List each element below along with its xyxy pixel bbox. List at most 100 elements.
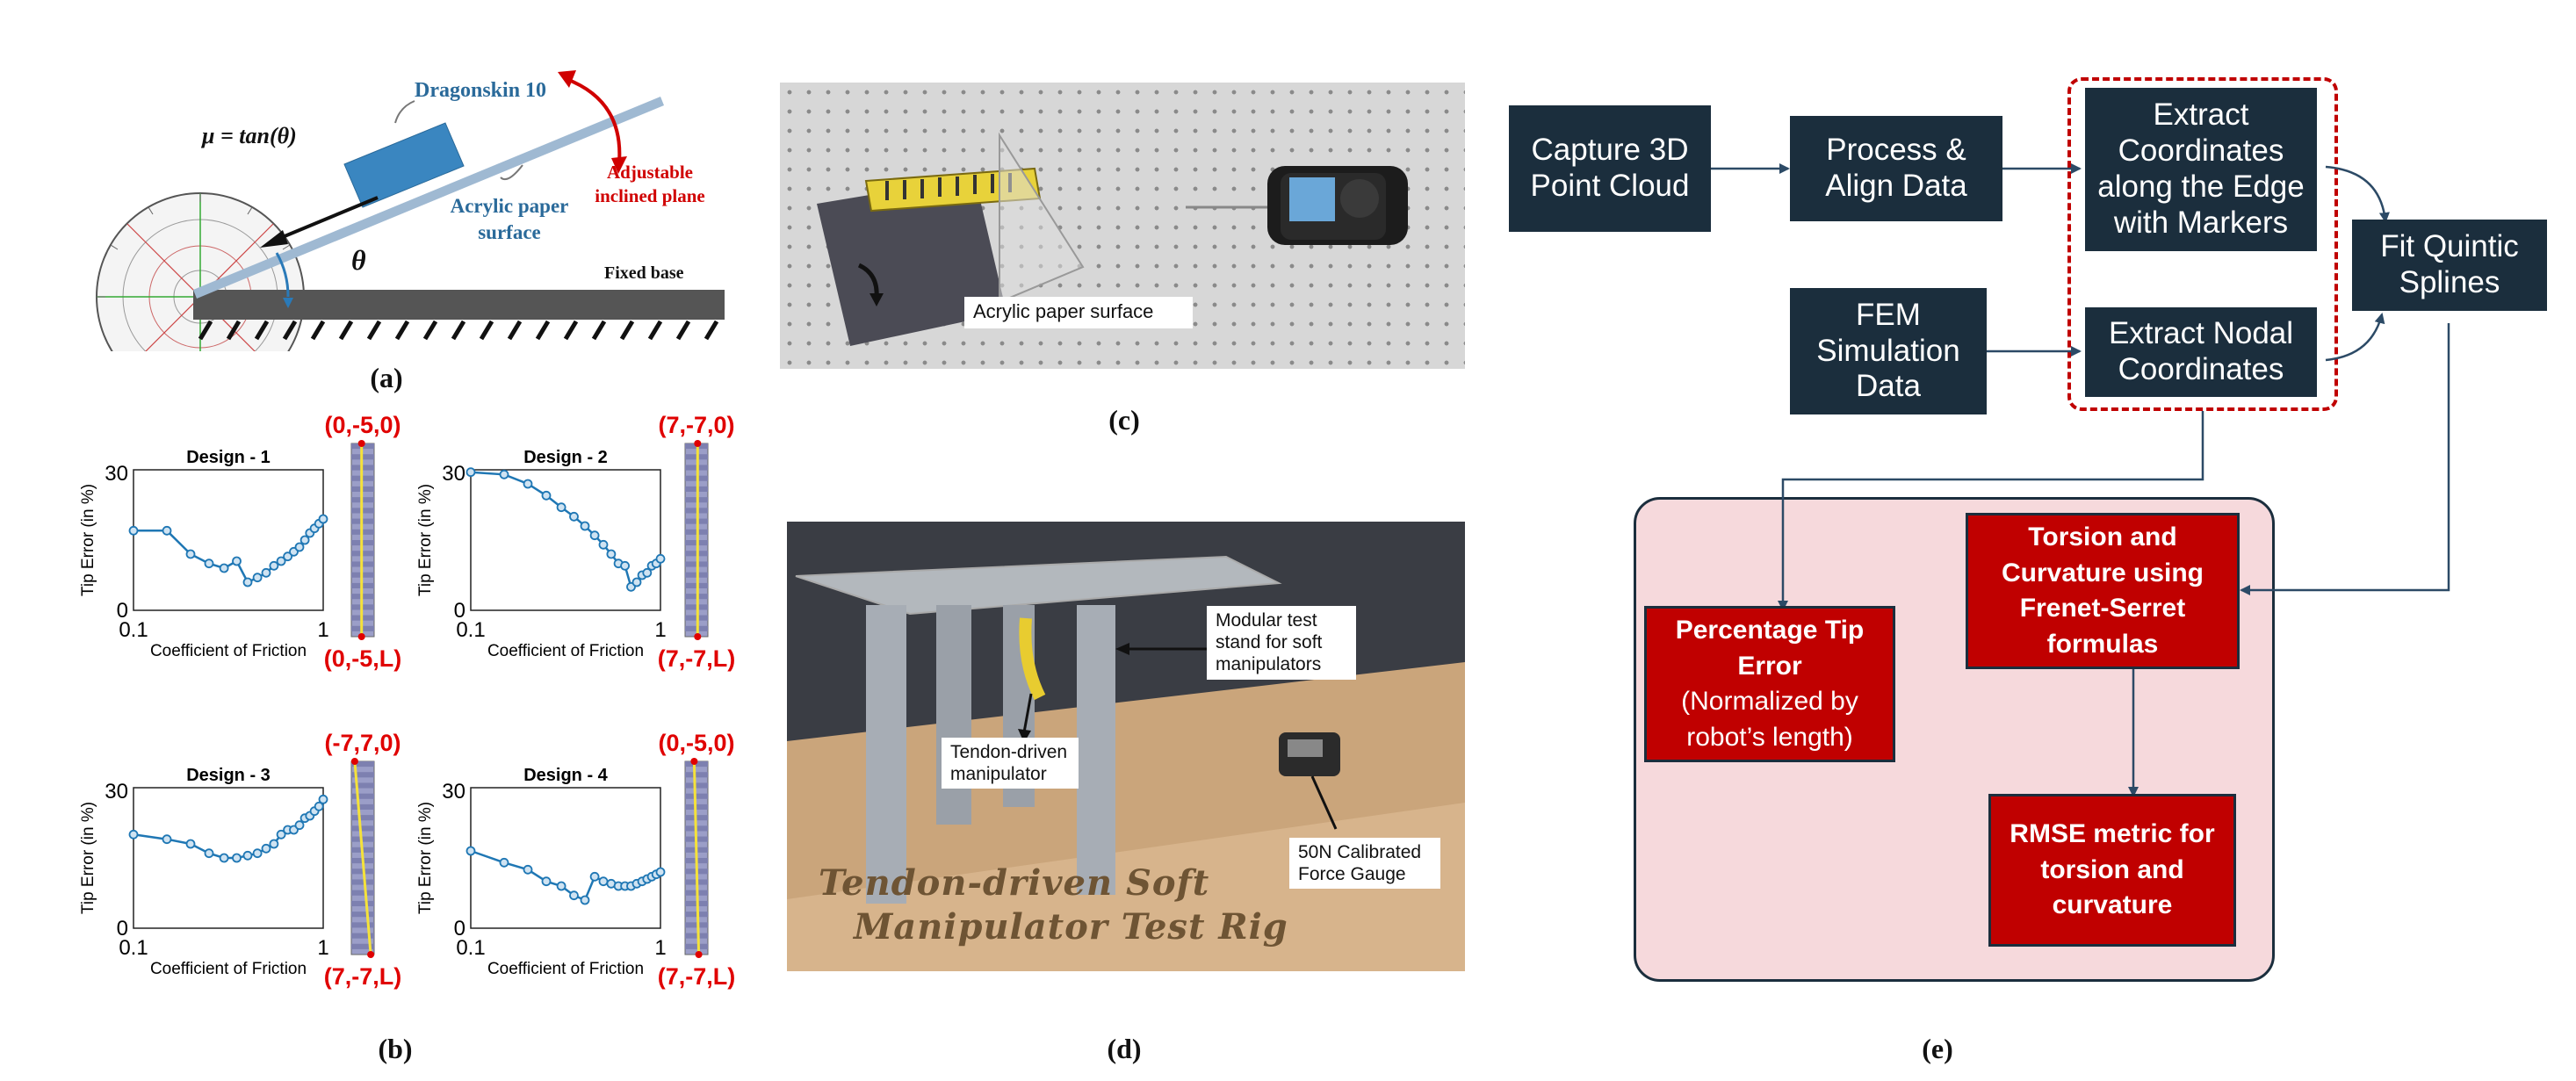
rig-engraving-line1: Tendon-driven Soft — [819, 862, 1210, 904]
callout-force-gauge: 50N Calibrated Force Gauge — [1289, 838, 1440, 890]
panel-e-label: (e) — [1922, 1033, 1953, 1064]
rmse-text: RMSE metric for torsion and curvature — [2010, 819, 2215, 920]
x-tick-left-3: 0.1 — [119, 936, 148, 960]
photo-friction-test: Acrylic paper surface — [780, 83, 1465, 369]
data-point — [242, 577, 253, 587]
surface-label: Acrylic paper surface — [450, 195, 569, 243]
tendon-top-label-4: (0,-5,0) — [658, 730, 734, 756]
y-axis-label-2: Tip Error (in %) — [416, 484, 435, 596]
support-column-left — [866, 605, 906, 904]
tip-error-subtitle: (Normalized by robot’s length) — [1681, 687, 1858, 752]
strip-segment — [351, 890, 374, 896]
strip-segment — [685, 922, 708, 928]
data-point — [185, 839, 196, 849]
tendon-end-marker — [695, 951, 703, 958]
angle-arc — [275, 252, 290, 298]
x-axis-label-4: Coefficient of Friction — [487, 960, 644, 978]
strip-segment — [685, 933, 708, 939]
tendon-start-marker — [357, 440, 365, 447]
support-column-right — [1077, 605, 1115, 895]
strip-segment — [351, 793, 374, 799]
acrylic-plate — [817, 177, 1007, 346]
data-point — [569, 890, 579, 901]
strip-segment — [351, 815, 374, 821]
tendon-end-marker — [357, 633, 365, 640]
data-point — [631, 577, 642, 587]
force-arrow — [273, 196, 379, 242]
fixed-base-label: Fixed base — [604, 263, 684, 283]
tendon-bottom-label-3: (7,-7,L) — [324, 963, 402, 990]
data-point — [465, 467, 476, 478]
panel-b-label: (b) — [378, 1033, 413, 1064]
x-tick-right-4: 1 — [654, 936, 666, 960]
data-point — [541, 876, 552, 887]
tendon-bottom-label-2: (7,-7,L) — [658, 645, 736, 672]
y-tick-bottom-2: 0 — [454, 599, 465, 623]
y-axis-label-4: Tip Error (in %) — [416, 802, 435, 914]
strip-segment — [351, 933, 374, 939]
data-point — [219, 563, 229, 573]
fixed-base — [193, 290, 725, 320]
chart-title-1: Design - 1 — [186, 448, 271, 467]
strip-segment — [685, 782, 708, 789]
data-point — [299, 535, 310, 545]
data-point — [541, 490, 552, 501]
wooden-base — [787, 785, 1465, 971]
strip-segment — [351, 912, 374, 918]
tendon-bottom-label-4: (7,-7,L) — [658, 963, 736, 990]
tendon-top-label-1: (0,-5,0) — [324, 412, 400, 438]
data-point — [252, 848, 263, 859]
y-tick-top-2: 30 — [442, 462, 465, 486]
tendon-start-marker — [690, 758, 698, 765]
strip-segment — [351, 761, 374, 768]
x-tick-left-1: 0.1 — [119, 618, 148, 642]
panel-d-label: (d) — [1107, 1033, 1142, 1064]
tendon-bottom-label-1: (0,-5,L) — [324, 645, 402, 672]
rig-engraving-line2: Manipulator Test Rig — [854, 906, 1288, 948]
x-axis-label-1: Coefficient of Friction — [150, 642, 307, 660]
callout-manipulator: Tendon-driven manipulator — [942, 738, 1079, 789]
strip-segment — [351, 772, 374, 778]
strip-segment — [351, 900, 374, 906]
data-point — [314, 801, 324, 811]
tendon-path-3 — [353, 760, 372, 955]
strip-segment — [351, 804, 374, 810]
acrylic-wedge — [999, 132, 1085, 304]
tendon-start-marker — [350, 758, 358, 765]
data-point — [580, 521, 590, 531]
data-point — [523, 864, 533, 875]
inclined-plane-diagram — [96, 70, 725, 401]
box-fem-simulation: FEM Simulation Data — [1790, 288, 1987, 414]
data-point — [318, 794, 328, 804]
data-point — [655, 867, 666, 877]
data-point — [219, 853, 229, 863]
tip-error-title: Percentage Tip Error — [1675, 616, 1865, 681]
plot-frame-4 — [470, 787, 661, 929]
x-axis-label-2: Coefficient of Friction — [487, 642, 644, 660]
tendon-end-marker — [367, 951, 375, 958]
protractor-icon — [96, 192, 305, 401]
box-extract-nodal: Extract Nodal Coordinates — [2085, 307, 2317, 397]
x-tick-right-2: 1 — [654, 618, 666, 642]
data-point — [569, 511, 579, 522]
strip-segment — [351, 825, 374, 832]
box-process-align: Process & Align Data — [1790, 116, 2002, 221]
torsion-curvature-text: Torsion and Curvature using Frenet-Serre… — [2001, 522, 2204, 659]
data-point — [252, 573, 263, 583]
plot-frame-1 — [133, 469, 324, 611]
y-tick-top-4: 30 — [442, 780, 465, 804]
acrylic-top — [795, 555, 1282, 616]
data-point — [589, 530, 600, 541]
x-tick-left-2: 0.1 — [456, 618, 485, 642]
y-axis-label-1: Tip Error (in %) — [79, 484, 97, 596]
tendon-start-marker — [694, 440, 702, 447]
data-point — [269, 839, 279, 849]
material-label: Dragonskin 10 — [415, 79, 547, 102]
adjust-arrow-icon — [566, 77, 622, 163]
strip-segment — [685, 772, 708, 778]
box-rmse-metric: RMSE metric for torsion and curvature — [1988, 794, 2236, 947]
tendon-end-marker — [694, 633, 702, 640]
data-point — [556, 502, 566, 513]
y-tick-top-1: 30 — [105, 462, 128, 486]
